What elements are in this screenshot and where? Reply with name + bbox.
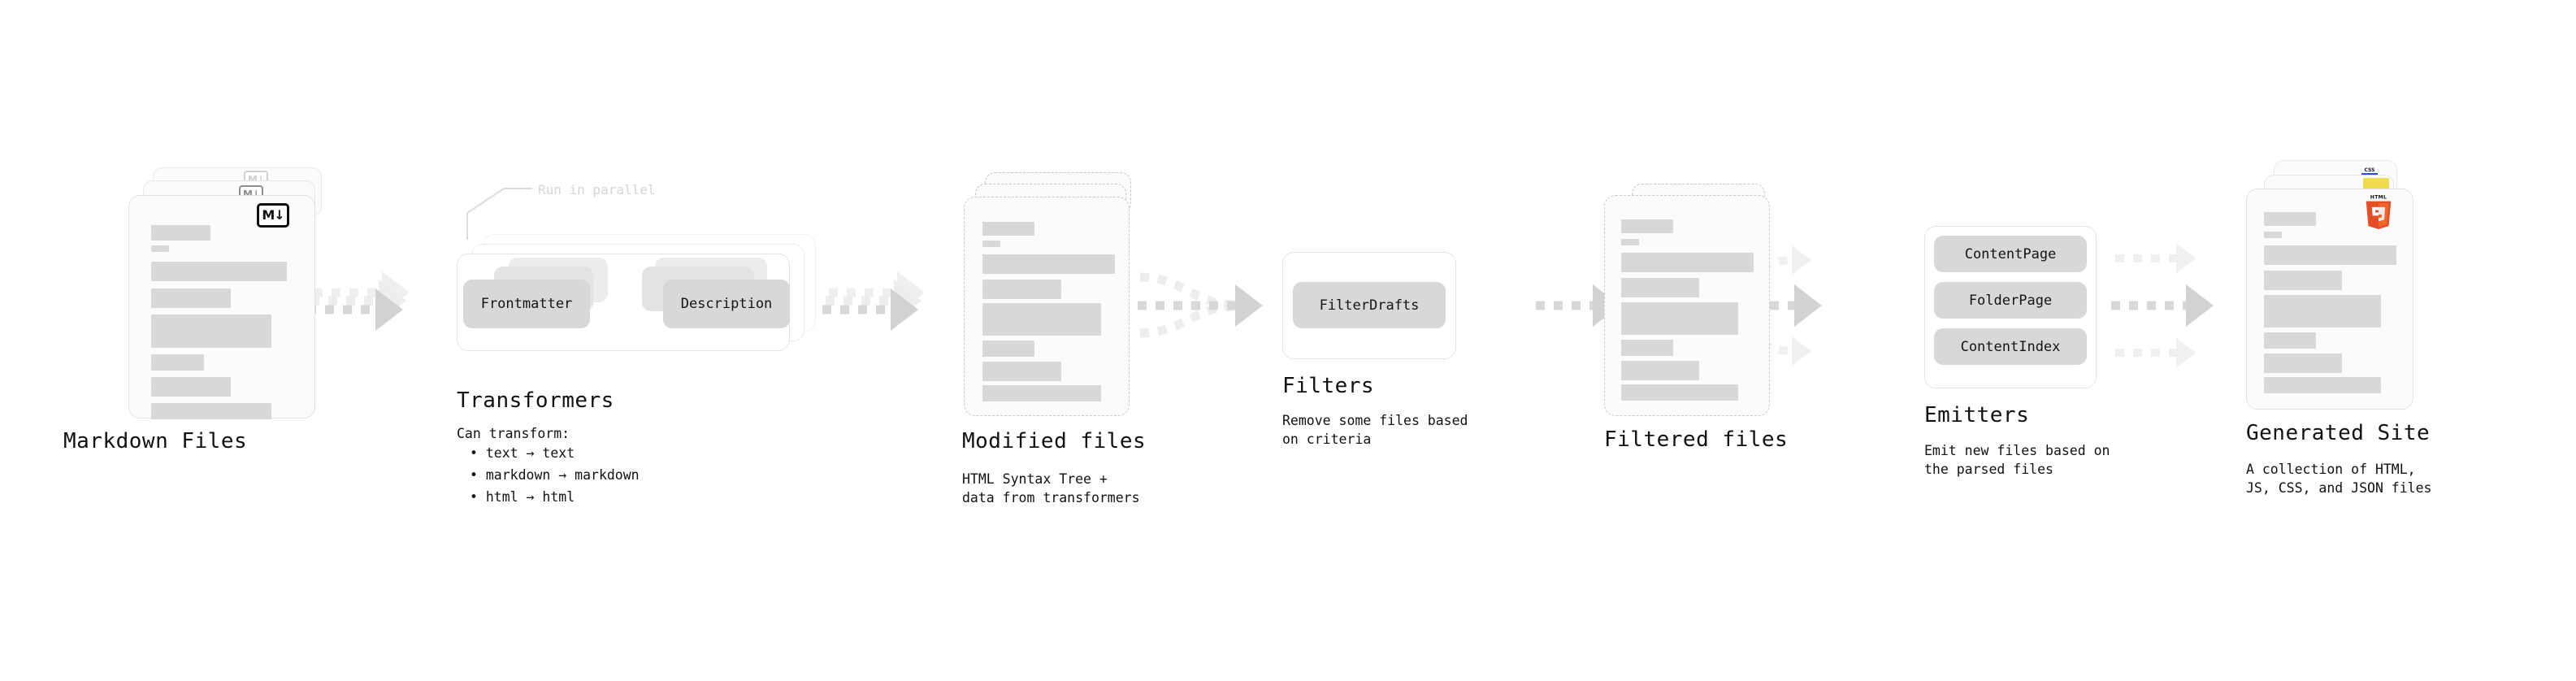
contentpage-pill[interactable]: ContentPage [1934,236,2087,272]
css-icon: CSS [2361,167,2378,176]
arrow-modified-to-filters [1138,272,1263,338]
filtered-files-title: Filtered files [1604,427,1789,452]
transformers-title: Transformers [457,388,614,413]
arrow-emitters-to-site [2111,244,2214,367]
transformers-subtitle: Can transform: [457,426,570,441]
arrow-markdown-to-transformers [307,271,410,331]
filterdrafts-pill[interactable]: FilterDrafts [1293,282,1446,328]
modified-files-subtitle: HTML Syntax Tree + data from transformer… [962,471,1140,506]
folderpage-pill[interactable]: FolderPage [1934,282,2087,319]
description-pill[interactable]: Description [663,280,790,328]
arrow-transformers-to-modified [822,271,925,331]
emitters-subtitle: Emit new files based on the parsed files [1924,443,2110,478]
contentindex-pill[interactable]: ContentIndex [1934,328,2087,365]
filters-subtitle: Remove some files based on criteria [1282,413,1468,448]
generated-site-subtitle: A collection of HTML, JS, CSS, and JSON … [2246,462,2432,497]
generated-site-title: Generated Site [2246,421,2431,445]
html5-icon: HTML [2366,195,2392,229]
svg-text:CSS: CSS [2365,167,2375,173]
transformers-list-2: • html → html [470,489,575,505]
frontmatter-pill[interactable]: Frontmatter [463,280,590,328]
run-in-parallel-label: Run in parallel [538,182,656,197]
svg-text:HTML: HTML [2370,195,2387,201]
markdown-files-title: Markdown Files [63,429,248,453]
run-in-parallel-bracket [466,188,532,240]
markdown-icon: M↓ [257,203,289,228]
transformers-list-1: • markdown → markdown [470,467,640,483]
emitters-title: Emitters [1924,403,2030,427]
modified-files-title: Modified files [962,429,1147,453]
transformers-list-0: • text → text [470,445,575,461]
filters-title: Filters [1282,374,1375,398]
